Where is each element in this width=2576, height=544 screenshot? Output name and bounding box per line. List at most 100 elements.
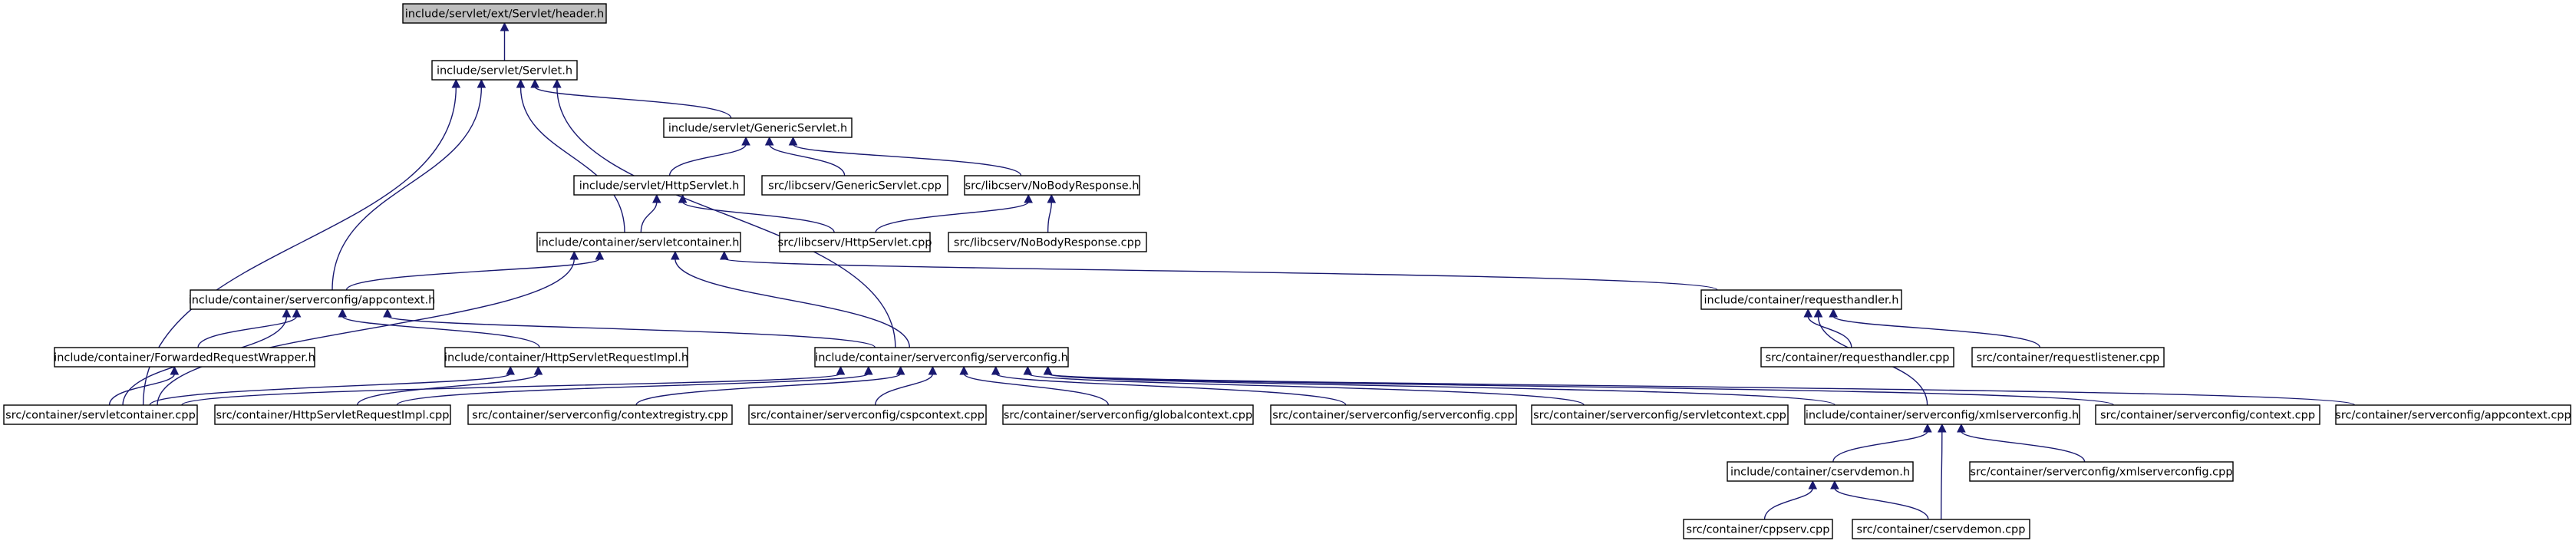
edge-line <box>635 373 902 406</box>
edge-line <box>1832 315 2040 348</box>
node-label: src/libcserv/GenericServlet.cpp <box>768 180 942 193</box>
arrowhead-icon <box>1830 480 1839 490</box>
arrowhead-icon <box>282 308 292 318</box>
node-cspcontextcpp[interactable]: src/container/serverconfig/cspcontext.cp… <box>748 404 987 425</box>
node-httpreqimplh[interactable]: include/container/HttpServletRequestImpl… <box>444 347 688 368</box>
arrowhead-icon <box>451 78 461 88</box>
node-servlet[interactable]: include/servlet/Servlet.h <box>431 60 578 81</box>
node-box[interactable] <box>1700 289 1902 310</box>
node-box[interactable] <box>536 232 741 252</box>
arrowhead-icon <box>292 308 302 318</box>
node-box[interactable] <box>1852 519 2030 539</box>
node-box[interactable] <box>1804 404 2080 425</box>
node-label: src/container/serverconfig/servletcontex… <box>1533 410 1786 422</box>
arrowhead-icon <box>506 365 515 375</box>
node-box[interactable] <box>2095 404 2320 425</box>
edge-servletctxcpp-to-serverconfigh <box>1023 365 1585 406</box>
node-label: src/libcserv/NoBodyResponse.h <box>965 180 1140 193</box>
node-ctxregistrycpp[interactable]: src/container/serverconfig/contextregist… <box>467 404 733 425</box>
node-scontainercpp[interactable]: src/container/servletcontainer.cpp <box>3 404 198 425</box>
node-box[interactable] <box>948 232 1147 252</box>
node-servletctxcpp[interactable]: src/container/serverconfig/servletcontex… <box>1531 404 1789 425</box>
node-box[interactable] <box>1969 461 2234 482</box>
node-box[interactable] <box>3 404 198 425</box>
node-reqlistenercpp[interactable]: src/container/requestlistener.cpp <box>1971 347 2165 368</box>
edge-contextcpp-to-serverconfigh <box>1043 365 2115 406</box>
edge-reqhandlerh-to-scontainerh <box>719 250 1718 291</box>
node-fwdreqh[interactable]: include/container/ForwardedRequestWrappe… <box>54 347 315 368</box>
edges-layer <box>108 21 2356 520</box>
node-httpreqimplcpp[interactable]: src/container/HttpServletRequestImpl.cpp <box>214 404 451 425</box>
edge-generic-to-servlet <box>530 78 732 119</box>
edge-line <box>1047 373 1836 406</box>
arrowhead-icon <box>1938 423 1947 433</box>
node-reqhandlerh[interactable]: include/container/requesthandler.h <box>1700 289 1902 310</box>
node-serverconfigh[interactable]: include/container/serverconfig/servercon… <box>814 347 1069 368</box>
node-scontainerh[interactable]: include/container/servletcontainer.h <box>536 232 741 252</box>
node-cppservcpp[interactable]: src/container/cppserv.cpp <box>1683 519 1833 539</box>
arrowhead-icon <box>719 250 729 260</box>
edge-cppservcpp-to-cservdemonh <box>1763 480 1818 520</box>
edge-globalctxcpp-to-serverconfigh <box>959 365 1110 406</box>
node-box[interactable] <box>214 404 451 425</box>
node-serverconfigcpp[interactable]: src/container/serverconfig/serverconfig.… <box>1270 404 1517 425</box>
node-box[interactable] <box>814 347 1069 368</box>
node-box[interactable] <box>1683 519 1833 539</box>
node-label: include/container/ForwardedRequestWrappe… <box>54 352 315 364</box>
edge-line <box>681 201 835 233</box>
node-xmlserverconfigh[interactable]: include/container/serverconfig/xmlserver… <box>1804 404 2080 425</box>
node-box[interactable] <box>1002 404 1254 425</box>
arrowhead-icon <box>595 250 605 260</box>
edge-serverconfigcpp-to-serverconfigh <box>991 365 1347 406</box>
node-box[interactable] <box>402 3 607 24</box>
node-globalctxcpp[interactable]: src/container/serverconfig/globalcontext… <box>1002 404 1254 425</box>
node-box[interactable] <box>190 289 434 310</box>
node-reqhandlercpp[interactable]: src/container/requesthandler.cpp <box>1760 347 1954 368</box>
node-contextcpp[interactable]: src/container/serverconfig/context.cpp <box>2095 404 2320 425</box>
node-label: src/container/cppserv.cpp <box>1687 524 1830 536</box>
node-label: include/servlet/ext/Servlet/header.h <box>405 8 605 21</box>
node-httpservlet[interactable]: include/servlet/HttpServlet.h <box>573 175 745 196</box>
node-box[interactable] <box>2335 404 2571 425</box>
node-cservdemoncpp[interactable]: src/container/cservdemon.cpp <box>1852 519 2030 539</box>
arrowhead-icon <box>991 365 1001 375</box>
edge-line <box>181 373 842 406</box>
node-cservdemonh[interactable]: include/container/cservdemon.h <box>1727 461 1914 482</box>
node-box[interactable] <box>1727 461 1914 482</box>
node-label: src/container/requestlistener.cpp <box>1977 352 2160 364</box>
edge-scontainercpp-to-httpreqimplh <box>149 365 515 406</box>
node-box[interactable] <box>467 404 733 425</box>
edge-line <box>768 143 846 176</box>
node-box[interactable] <box>444 347 688 368</box>
node-box[interactable] <box>964 175 1140 196</box>
node-box[interactable] <box>1971 347 2165 368</box>
node-nobodyh[interactable]: src/libcserv/NoBodyResponse.h <box>964 175 1140 196</box>
node-box[interactable] <box>1760 347 1954 368</box>
arrowhead-icon <box>1808 480 1818 490</box>
node-nobodycpp[interactable]: src/libcserv/NoBodyResponse.cpp <box>948 232 1147 252</box>
node-genericcpp[interactable]: src/libcserv/GenericServlet.cpp <box>761 175 948 196</box>
node-box[interactable] <box>573 175 745 196</box>
edge-serverconfigh-to-appcontexth <box>383 308 876 348</box>
node-appcontextcpp[interactable]: src/container/serverconfig/appcontext.cp… <box>2335 404 2571 425</box>
node-box[interactable] <box>1531 404 1789 425</box>
edge-line <box>1047 201 1052 233</box>
node-header[interactable]: include/servlet/ext/Servlet/header.h <box>402 3 607 24</box>
node-box[interactable] <box>431 60 578 81</box>
node-box[interactable] <box>663 117 853 138</box>
node-box[interactable] <box>748 404 987 425</box>
node-box[interactable] <box>54 347 315 368</box>
edge-appcontexth-to-scontainerh <box>345 250 605 291</box>
edge-line <box>534 86 732 119</box>
node-appcontexth[interactable]: include/container/serverconfig/appcontex… <box>189 289 436 310</box>
node-generic[interactable]: include/servlet/GenericServlet.h <box>663 117 853 138</box>
node-box[interactable] <box>1270 404 1517 425</box>
node-label: src/container/cservdemon.cpp <box>1857 524 2026 536</box>
node-box[interactable] <box>761 175 948 196</box>
arrowhead-icon <box>533 365 543 375</box>
edge-line <box>556 86 896 348</box>
node-box[interactable] <box>779 232 931 252</box>
node-label: include/servlet/Servlet.h <box>437 65 572 77</box>
node-httpservletcpp[interactable]: src/libcserv/HttpServlet.cpp <box>778 232 932 252</box>
node-xmlserverconfigcpp[interactable]: src/container/serverconfig/xmlserverconf… <box>1969 461 2234 482</box>
